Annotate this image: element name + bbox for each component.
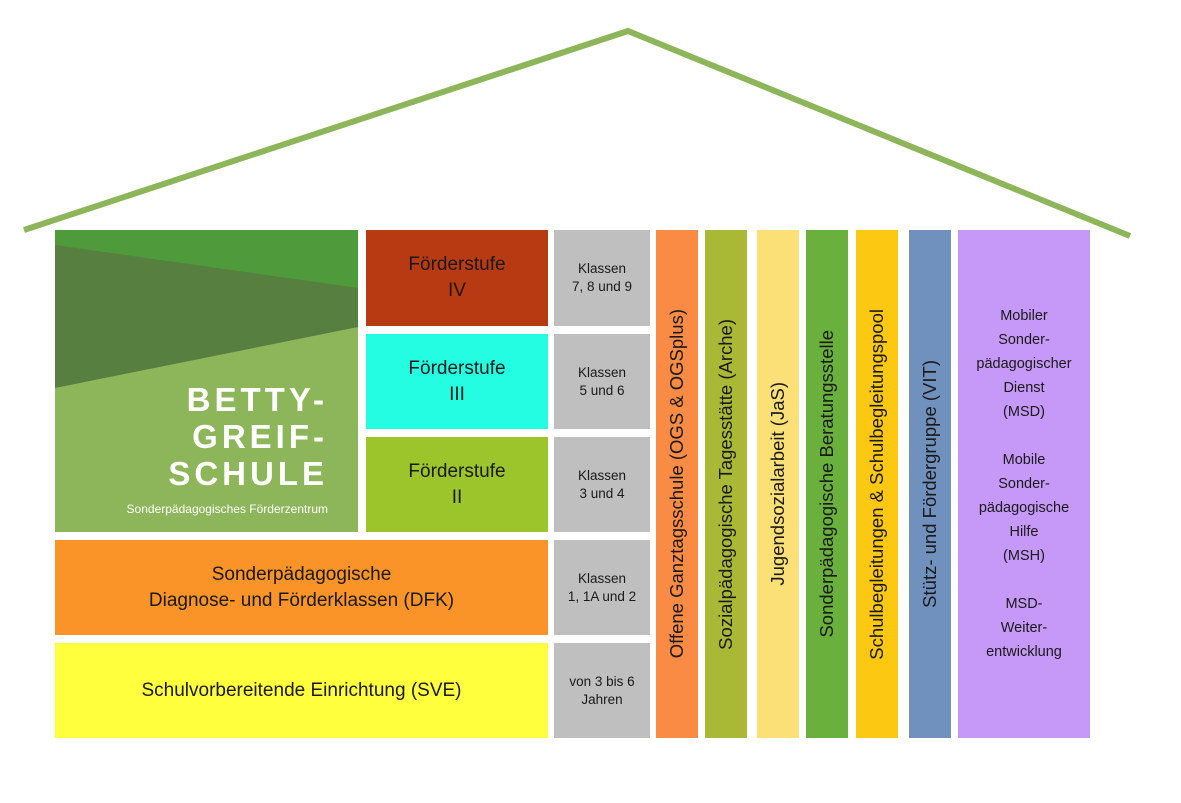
- foerderstufe-label: Förderstufe: [408, 460, 506, 482]
- school-logo: BETTY- GREIF- SCHULE Sonderpädagogisches…: [55, 230, 358, 532]
- msd-line: Sonder-: [998, 332, 1050, 348]
- column-arche: Sozialpädagogische Tagesstätte (Arche): [705, 230, 747, 738]
- klassen-label: Klassen: [577, 364, 627, 380]
- klassen-label: Klassen: [577, 570, 627, 586]
- roof-line: [23, 27, 1132, 239]
- foerderstufe-iv: Förderstufe IV: [366, 230, 548, 326]
- logo-wedge: [55, 245, 358, 388]
- foerderstufe-level: II: [451, 486, 463, 508]
- school-name-line: GREIF-: [192, 418, 328, 455]
- column-label: Offene Ganztagsschule (OGS & OGSplus): [666, 309, 687, 659]
- foerderstufe-ii: Förderstufe II: [366, 437, 548, 532]
- column-ogs: Offene Ganztagsschule (OGS & OGSplus): [656, 230, 698, 738]
- column-label: Jugendsozialarbeit (JaS): [767, 382, 788, 586]
- dfk-line: Diagnose- und Förderklassen (DFK): [148, 589, 455, 611]
- klassen-range: 1, 1A und 2: [567, 588, 637, 604]
- dfk-line: Sonderpädagogische: [211, 563, 392, 585]
- msd-weiterentwicklung-group: MSD- Weiter- entwicklung: [986, 592, 1062, 664]
- school-name-line: BETTY-: [186, 381, 328, 418]
- column-msd: Mobiler Sonder- pädagogischer Dienst (MS…: [958, 230, 1090, 738]
- foerderstufe-level: IV: [448, 280, 466, 301]
- alter-unit: Jahren: [581, 691, 623, 707]
- school-subtitle: Sonderpädagogisches Förderzentrum: [126, 502, 328, 516]
- klassen-box: Klassen 3 und 4: [554, 437, 650, 532]
- msh-group: Mobile Sonder- pädagogische Hilfe (MSH): [979, 448, 1069, 568]
- klassen-box: Klassen 7, 8 und 9: [554, 230, 650, 326]
- klassen-range: 7, 8 und 9: [571, 279, 633, 294]
- school-name-line: SCHULE: [168, 455, 328, 492]
- foerderstufe-iii: Förderstufe III: [366, 334, 548, 429]
- klassen-label: Klassen: [577, 261, 627, 276]
- column-schulbegleitung: Schulbegleitungen & Schulbegleitungspool: [856, 230, 898, 738]
- sve-label: Schulvorbereitende Einrichtung (SVE): [141, 679, 462, 701]
- alter-range: von 3 bis 6: [569, 673, 635, 689]
- msd-line: Dienst: [1003, 380, 1045, 396]
- logo-graphic: [55, 230, 358, 532]
- msh-line: Mobile: [1002, 452, 1046, 468]
- column-jas: Jugendsozialarbeit (JaS): [757, 230, 799, 738]
- msh-line: Hilfe: [1009, 524, 1039, 540]
- foerderstufe-level: III: [449, 383, 465, 405]
- klassen-range: 5 und 6: [579, 382, 625, 398]
- msd-line: pädagogischer: [976, 356, 1072, 372]
- column-label: Stütz- und Fördergruppe (VIT): [919, 360, 940, 608]
- foerderstufe-label: Förderstufe: [408, 254, 506, 275]
- dfk-block: Sonderpädagogische Diagnose- und Förderk…: [55, 540, 548, 635]
- alter-box: von 3 bis 6 Jahren: [554, 643, 650, 738]
- klassen-range: 3 und 4: [579, 485, 625, 501]
- column-label: Schulbegleitungen & Schulbegleitungspool: [866, 308, 887, 660]
- klassen-box: Klassen 5 und 6: [554, 334, 650, 429]
- klassen-box: Klassen 1, 1A und 2: [554, 540, 650, 635]
- column-vit: Stütz- und Fördergruppe (VIT): [909, 230, 951, 738]
- msd-we-line: entwicklung: [986, 644, 1062, 660]
- column-beratung: Sonderpädagogische Beratungsstelle: [806, 230, 848, 738]
- foerderstufe-label: Förderstufe: [408, 357, 506, 379]
- klassen-label: Klassen: [577, 467, 627, 483]
- msh-line: pädagogische: [978, 500, 1070, 516]
- school-name: BETTY- GREIF- SCHULE: [168, 381, 328, 492]
- msd-line: (MSD): [1003, 404, 1045, 420]
- msd-line: Mobiler: [1000, 308, 1048, 324]
- msh-line: (MSH): [1003, 548, 1045, 564]
- msd-we-line: Weiter-: [1000, 620, 1048, 636]
- column-label: Sozialpädagogische Tagesstätte (Arche): [715, 318, 736, 650]
- msd-we-line: MSD-: [1005, 596, 1043, 612]
- msd-group: Mobiler Sonder- pädagogischer Dienst (MS…: [976, 304, 1071, 424]
- sve-block: Schulvorbereitende Einrichtung (SVE): [55, 643, 548, 738]
- column-label: Sonderpädagogische Beratungsstelle: [816, 330, 837, 638]
- msh-line: Sonder-: [998, 476, 1050, 492]
